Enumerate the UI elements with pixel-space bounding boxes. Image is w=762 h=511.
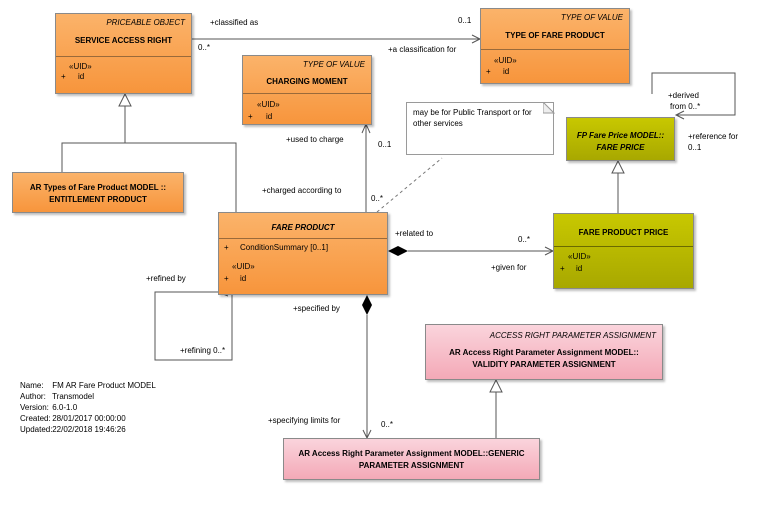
meta-updated-value: 22/02/2018 19:46:26 [52, 425, 126, 434]
label-used-to-charge: +used to charge [286, 135, 344, 144]
uid-stereotype: «UID» [232, 262, 255, 271]
note-line2: other services [413, 119, 463, 128]
attribute-id: id [576, 264, 583, 273]
attribute-condition-summary: ConditionSummary [0..1] [240, 243, 329, 252]
class-fare-product-price[interactable]: FARE PRODUCT PRICE «UID» + id [553, 213, 694, 289]
mult-reference-for: 0..1 [688, 143, 702, 152]
meta-author-key: Author: [20, 392, 46, 401]
class-name-line1: FP Fare Price MODEL:: [576, 131, 665, 140]
class-name-line1: AR Access Right Parameter Assignment MOD… [298, 449, 525, 458]
attribute-id: id [78, 72, 85, 81]
attribute-id: id [266, 112, 273, 121]
mult-classification-for: 0..1 [458, 16, 472, 25]
diagram-metadata: Name: FM AR Fare Product MODEL Author: T… [20, 380, 156, 435]
stereotype-label: TYPE OF VALUE [302, 60, 365, 69]
note-fold-corner [543, 102, 555, 114]
mult-given-for: 0..* [518, 235, 531, 244]
composition-diamond [362, 295, 372, 315]
class-generic-parameter-assignment[interactable]: AR Access Right Parameter Assignment MOD… [283, 438, 540, 480]
attribute-id: id [240, 274, 247, 283]
class-validity-parameter-assignment[interactable]: ACCESS RIGHT PARAMETER ASSIGNMENT AR Acc… [425, 324, 663, 380]
label-related-to: +related to [395, 229, 434, 238]
label-charged-according-to: +charged according to [262, 186, 342, 195]
class-name: TYPE OF FARE PRODUCT [505, 31, 605, 40]
class-name: SERVICE ACCESS RIGHT [74, 36, 173, 45]
attribute-visibility: + [560, 264, 565, 273]
note-line1: may be for Public Transport or for [413, 108, 532, 117]
class-name-line1: AR Access Right Parameter Assignment MOD… [449, 348, 639, 357]
meta-created-value: 28/01/2017 00:00:00 [52, 414, 126, 423]
generalization-arrow [489, 378, 503, 393]
stereotype-label: ACCESS RIGHT PARAMETER ASSIGNMENT [489, 331, 656, 340]
class-name-line2: PARAMETER ASSIGNMENT [358, 461, 465, 470]
class-name-line2: ENTITLEMENT PRODUCT [49, 195, 147, 204]
note-public-transport[interactable]: may be for Public Transport or for other… [406, 102, 554, 155]
attribute-visibility: + [61, 72, 66, 81]
stereotype-label: TYPE OF VALUE [560, 13, 623, 22]
meta-version-key: Version: [20, 403, 49, 412]
compartment-divider [56, 56, 191, 57]
meta-version-value: 6.0-1.0 [52, 403, 78, 412]
attribute-id: id [503, 67, 510, 76]
label-classification-for: +a classification for [388, 45, 457, 54]
derived-from-loop [651, 72, 736, 116]
label-specified-by: +specified by [293, 304, 340, 313]
attribute-visibility: + [224, 243, 229, 252]
class-name-line2: FARE PRICE [596, 143, 645, 152]
label-specifying-limits-for: +specifying limits for [268, 416, 341, 425]
class-name-line1: AR Types of Fare Product MODEL :: [29, 183, 167, 192]
class-name: CHARGING MOMENT [266, 77, 348, 86]
meta-updated-key: Updated: [20, 425, 53, 434]
fare-product-generalization-line [125, 142, 237, 212]
meta-author-value: Transmodel [52, 392, 95, 401]
compartment-divider [481, 49, 629, 50]
uid-stereotype: «UID» [257, 100, 280, 109]
meta-created-key: Created: [20, 414, 51, 423]
class-name-line2: VALIDITY PARAMETER ASSIGNMENT [472, 360, 616, 369]
class-name: FARE PRODUCT [271, 223, 335, 232]
navigability-arrow [674, 110, 685, 120]
class-name: FARE PRODUCT PRICE [578, 228, 669, 237]
label-given-for: +given for [491, 263, 527, 272]
refined-by-loop [154, 291, 233, 361]
attribute-visibility: + [486, 67, 491, 76]
composition-diamond [388, 246, 408, 256]
attribute-visibility: + [224, 274, 229, 283]
label-derived-from: +derived [668, 91, 699, 100]
stereotype-label: PRICEABLE OBJECT [106, 18, 185, 27]
uid-stereotype: «UID» [69, 62, 92, 71]
compartment-divider [554, 246, 693, 247]
compartment-divider [219, 238, 387, 239]
generalization-arrow [118, 92, 132, 107]
class-type-of-fare-product[interactable]: TYPE OF VALUE TYPE OF FARE PRODUCT «UID»… [480, 8, 630, 84]
class-fare-price[interactable]: FP Fare Price MODEL:: FARE PRICE [566, 117, 675, 161]
mult-specifying-limits-for: 0..* [381, 420, 394, 429]
class-entitlement-product[interactable]: AR Types of Fare Product MODEL :: ENTITL… [12, 172, 184, 213]
meta-name-value: FM AR Fare Product MODEL [52, 381, 156, 390]
label-derived-from-mult: from 0..* [670, 102, 701, 111]
meta-name-key: Name: [20, 381, 44, 390]
mult-classified-as: 0..* [198, 43, 211, 52]
uid-stereotype: «UID» [494, 56, 517, 65]
generalization-arrow [611, 159, 625, 174]
class-service-access-right[interactable]: PRICEABLE OBJECT SERVICE ACCESS RIGHT «U… [55, 13, 192, 94]
attribute-visibility: + [248, 112, 253, 121]
class-fare-product[interactable]: FARE PRODUCT + ConditionSummary [0..1] «… [218, 212, 388, 295]
label-classified-as: +classified as [210, 18, 259, 27]
class-charging-moment[interactable]: TYPE OF VALUE CHARGING MOMENT «UID» + id [242, 55, 372, 125]
uid-stereotype: «UID» [568, 252, 591, 261]
label-refined-by: +refined by [146, 274, 186, 283]
label-refining: +refining 0..* [180, 346, 226, 355]
mult-used-to-charge: 0..1 [378, 140, 392, 149]
compartment-divider [243, 93, 371, 94]
note-link-line [376, 157, 443, 213]
mult-charged-according-to: 0..* [371, 194, 384, 203]
entitlement-generalization-line [61, 106, 126, 172]
label-reference-for: +reference for [688, 132, 739, 141]
